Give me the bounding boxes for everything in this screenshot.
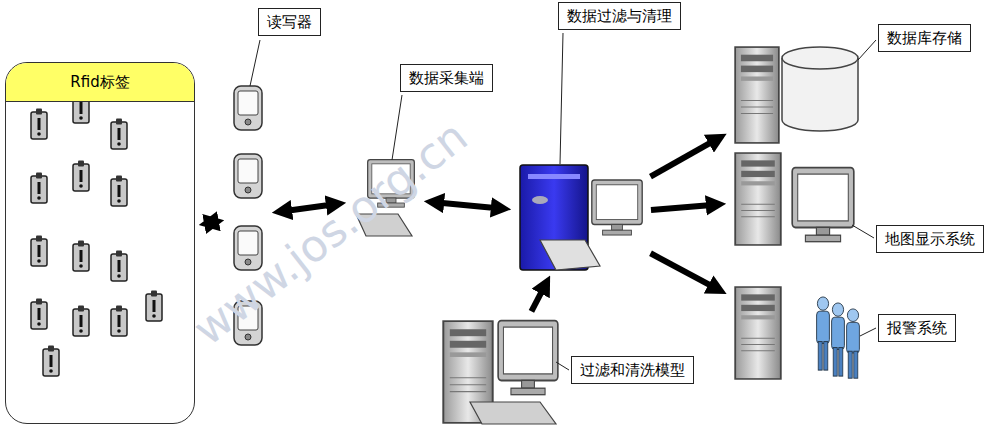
flow-arrow [651,253,720,290]
tag-group-box: Rfid标签 [5,62,195,424]
device-node: 数据库存储 [730,42,862,147]
flow-arrow [531,283,546,312]
flow-arrow [432,202,503,209]
callout-label: 过滤和清洗模型 [571,356,694,384]
callout-label: 数据采集端 [400,64,493,92]
callout-label: 报警系统 [878,314,956,342]
callout-label: 读写器 [258,8,321,36]
flow-arrow [650,138,719,177]
device-node: 报警系统 [730,282,865,382]
device-node: 过滤和清洗模型 [438,315,563,427]
flow-arrow [207,222,216,224]
callout-label: 地图显示系统 [876,225,984,253]
flow-arrow [651,204,718,210]
device-node: 数据过滤与清理 [515,160,647,272]
callout-label: 数据过滤与清理 [558,2,681,30]
callout-label: 数据库存储 [878,24,971,52]
group-heading: Rfid标签 [6,63,194,102]
watermark: www.jos.org.cn [183,110,476,355]
device-node: 地图显示系统 [730,148,858,248]
